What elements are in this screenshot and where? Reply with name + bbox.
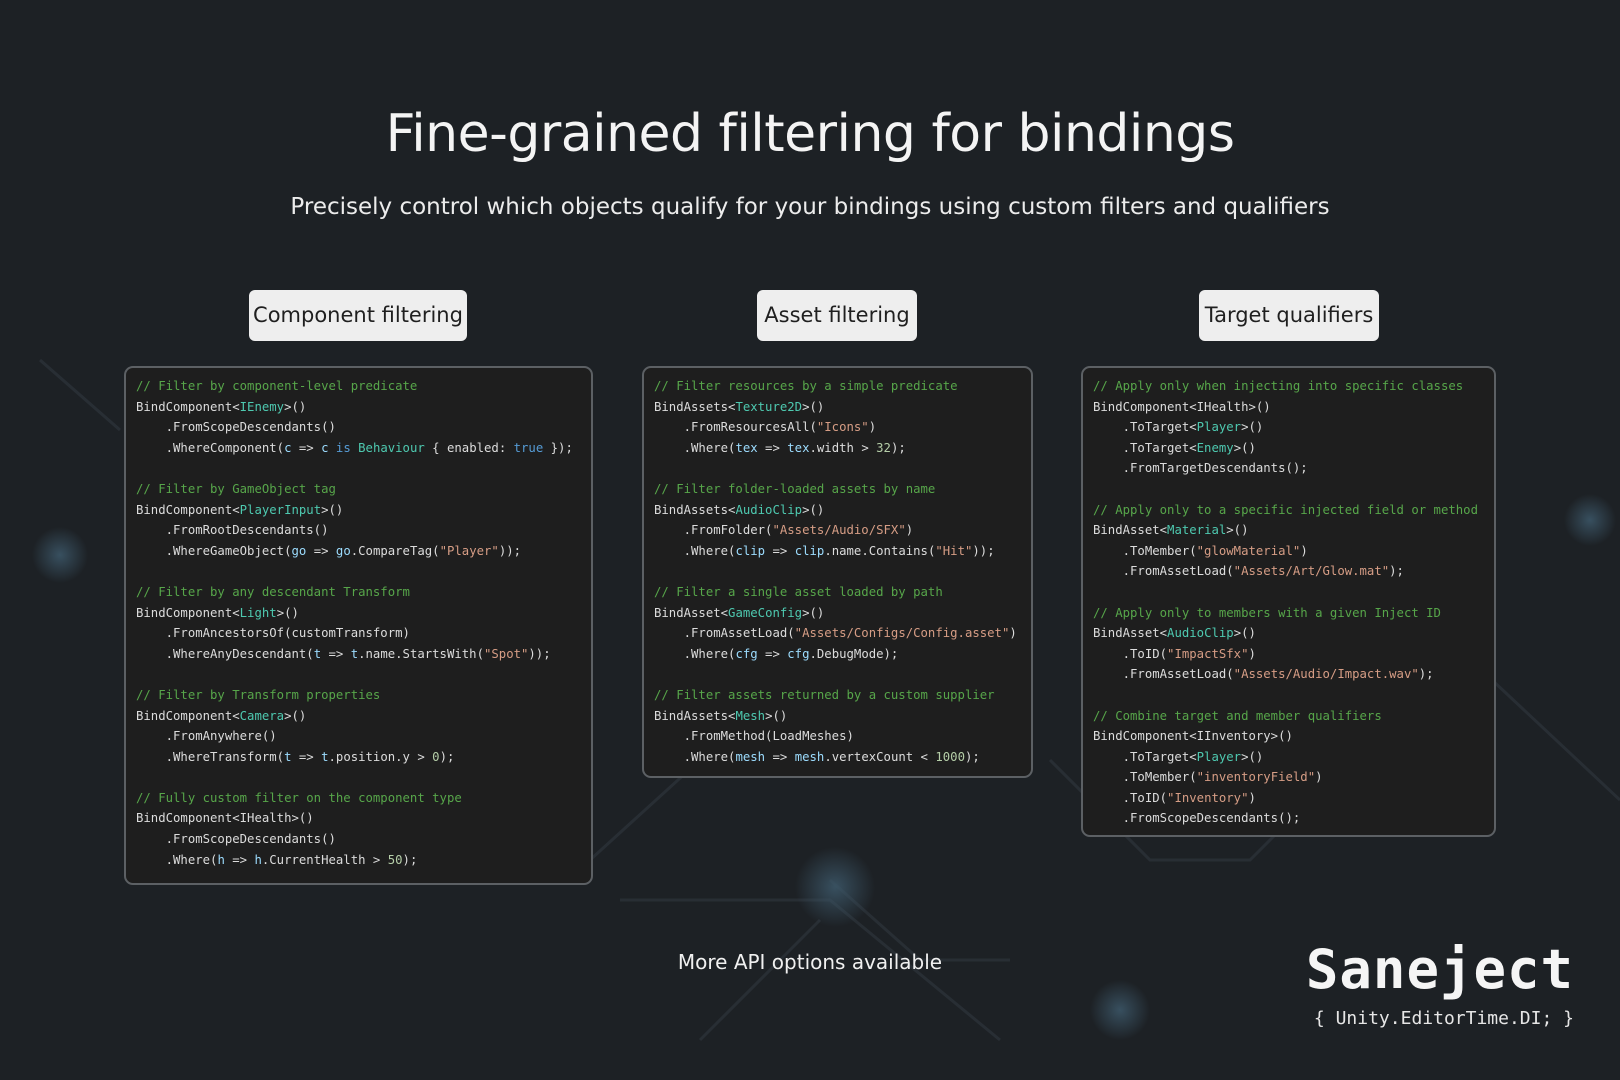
component-filtering-code-panel: // Filter by component-level predicate B… [124, 366, 593, 885]
asset-filtering-code-panel: // Filter resources by a simple predicat… [642, 366, 1033, 778]
asset-filtering-label: Asset filtering [757, 290, 917, 341]
target-qualifiers-code-panel: // Apply only when injecting into specif… [1081, 366, 1496, 837]
target-qualifiers-code: // Apply only when injecting into specif… [1093, 379, 1478, 826]
component-filtering-code: // Filter by component-level predicate B… [136, 379, 573, 867]
component-filtering-label: Component filtering [249, 290, 467, 341]
brand-tagline: { Unity.EditorTime.DI; } [1313, 1008, 1574, 1029]
page-title: Fine-grained filtering for bindings [385, 104, 1235, 164]
brand-name: Saneject [1305, 938, 1574, 1001]
asset-filtering-code: // Filter resources by a simple predicat… [654, 379, 1017, 764]
saneject-logo: Saneject { Unity.EditorTime.DI; } [1305, 938, 1574, 1030]
target-qualifiers-label: Target qualifiers [1199, 290, 1379, 341]
more-api-options-note: More API options available [677, 950, 943, 974]
page-subtitle: Precisely control which objects qualify … [290, 194, 1330, 220]
